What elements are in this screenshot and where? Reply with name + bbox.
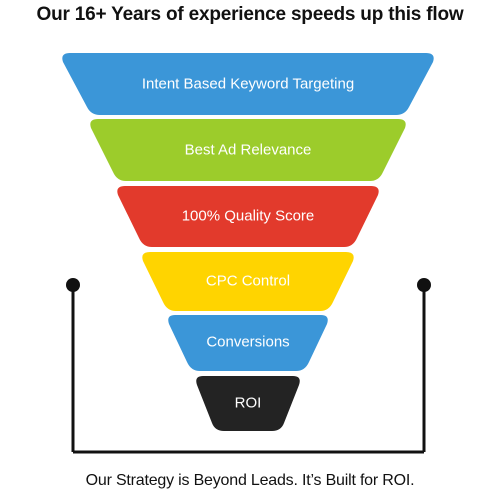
funnel-level-2: Best Ad Relevance [90, 119, 406, 181]
funnel-level-6-label: ROI [235, 395, 262, 412]
funnel-level-4-shape [142, 252, 354, 311]
funnel-level-6: ROI [196, 376, 300, 431]
funnel-level-5-label: Conversions [206, 334, 289, 351]
funnel-level-3-label: 100% Quality Score [182, 208, 315, 225]
funnel-level-2-label: Best Ad Relevance [185, 142, 312, 159]
funnel-level-3-shape [117, 186, 379, 247]
page-title: Our 16+ Years of experience speeds up th… [36, 4, 464, 25]
funnel-level-3: 100% Quality Score [117, 186, 379, 247]
funnel-level-1-shape [62, 53, 434, 115]
bracket-connector [66, 278, 431, 454]
bracket-right-dot [417, 278, 431, 292]
footer-tagline: Our Strategy is Beyond Leads. It’s Built… [85, 472, 415, 489]
funnel-level-5-shape [168, 315, 328, 371]
funnel-level-1: Intent Based Keyword Targeting [62, 53, 434, 115]
funnel-level-1-label: Intent Based Keyword Targeting [142, 76, 354, 93]
funnel-level-4-label: CPC Control [206, 273, 290, 290]
funnel-level-5: Conversions [168, 315, 328, 371]
bracket-left-dot [66, 278, 80, 292]
funnel-level-6-shape [196, 376, 300, 431]
funnel-level-4: CPC Control [142, 252, 354, 311]
funnel-level-2-shape [90, 119, 406, 181]
